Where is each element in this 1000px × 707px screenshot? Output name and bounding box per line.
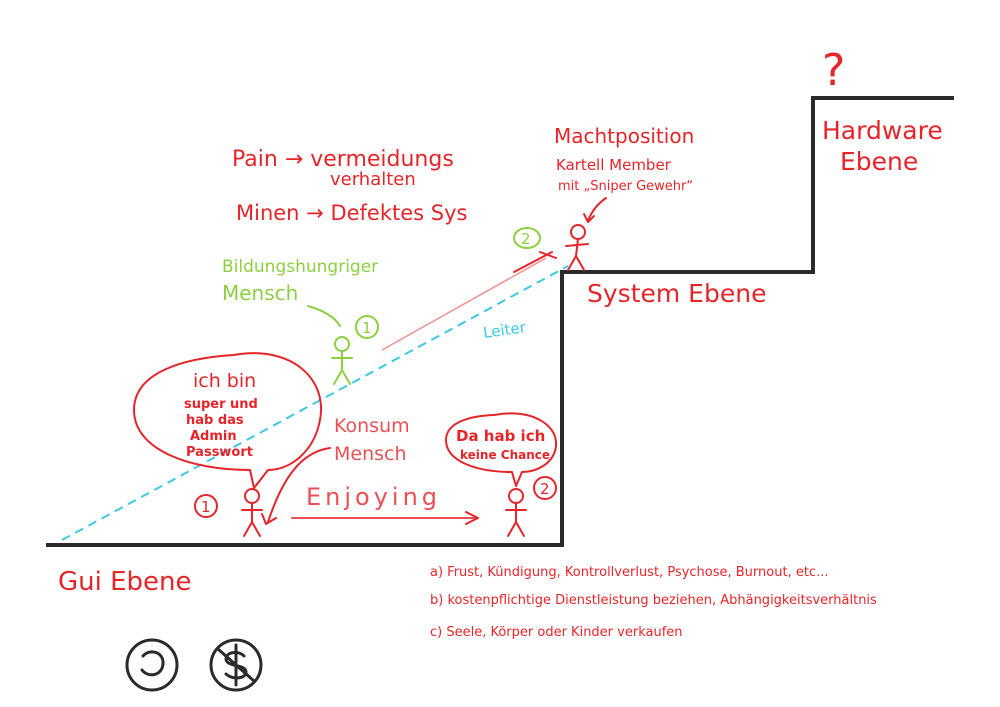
gui-level-label: Gui Ebene	[58, 567, 192, 597]
right-bubble-line1: Da hab ich	[456, 427, 545, 445]
system-level-label: System Ebene	[587, 279, 766, 308]
minen-note: Minen → Defektes Sys	[236, 201, 467, 225]
power-stickfigure	[565, 224, 589, 271]
left-bubble-line5: Passwort	[186, 445, 253, 460]
consumer-arrow	[267, 447, 331, 523]
enjoying-label: Enjoying	[306, 483, 441, 511]
left-bubble-line4: Admin	[190, 429, 237, 444]
list-item-a: a) Frust, Kündigung, Kontrollverlust, Ps…	[430, 565, 828, 580]
left-speech-bubble	[133, 352, 323, 489]
learner-arrow	[307, 305, 341, 327]
learner-number-circle	[355, 315, 379, 339]
sniper-weapon-label: mit „Sniper Gewehr“	[558, 179, 693, 194]
helpless-stickfigure	[505, 488, 527, 537]
sniper-rifle	[513, 251, 557, 273]
machtposition-arrowhead	[583, 213, 595, 223]
ladder-label: Leiter	[482, 318, 528, 342]
kartell-member-label: Kartell Member	[556, 156, 672, 174]
learner-label-line2: Mensch	[222, 281, 298, 305]
learner-label-line1: Bildungshungriger	[222, 257, 378, 277]
learner-stickfigure	[331, 336, 353, 385]
consumer-arrowhead	[261, 513, 277, 525]
consumer-label-line1: Konsum	[334, 415, 410, 437]
refresh-circle-icon	[125, 638, 179, 692]
pain-note-line2: verhalten	[330, 169, 416, 190]
helpless-number-circle	[533, 476, 557, 500]
helpless-number: 2	[540, 480, 550, 498]
left-bubble-line2: super und	[184, 397, 258, 412]
right-bubble-line2: keine Chance	[460, 448, 550, 462]
left-bubble-line1: ich bin	[193, 370, 256, 392]
power-number-circle	[513, 227, 541, 249]
list-item-b: b) kostenpflichtige Dienstleistung bezie…	[430, 593, 877, 608]
hardware-level-label-line2: Ebene	[840, 147, 918, 176]
pain-note-line1: Pain → vermeidungs	[232, 147, 454, 172]
consumer-label-line2: Mensch	[334, 443, 407, 465]
consumer-stickfigure	[241, 488, 263, 537]
power-number: 2	[521, 230, 531, 248]
left-bubble-line3: hab das	[186, 413, 244, 428]
staircase	[46, 96, 954, 547]
machtposition-label: Machtposition	[554, 124, 694, 148]
hardware-question-mark: ?	[822, 45, 845, 96]
machtposition-arrow	[587, 197, 607, 221]
sniper-line	[381, 257, 547, 351]
hardware-level-label-line1: Hardware	[822, 116, 943, 145]
no-dollar-icon	[209, 638, 263, 692]
right-speech-bubble	[445, 412, 558, 487]
ladder-line	[61, 265, 569, 541]
enjoying-arrowhead	[465, 511, 479, 525]
list-item-c: c) Seele, Körper oder Kinder verkaufen	[430, 625, 683, 640]
consumer-number: 1	[201, 498, 211, 516]
learner-number: 1	[362, 319, 372, 337]
consumer-number-circle	[194, 494, 218, 518]
